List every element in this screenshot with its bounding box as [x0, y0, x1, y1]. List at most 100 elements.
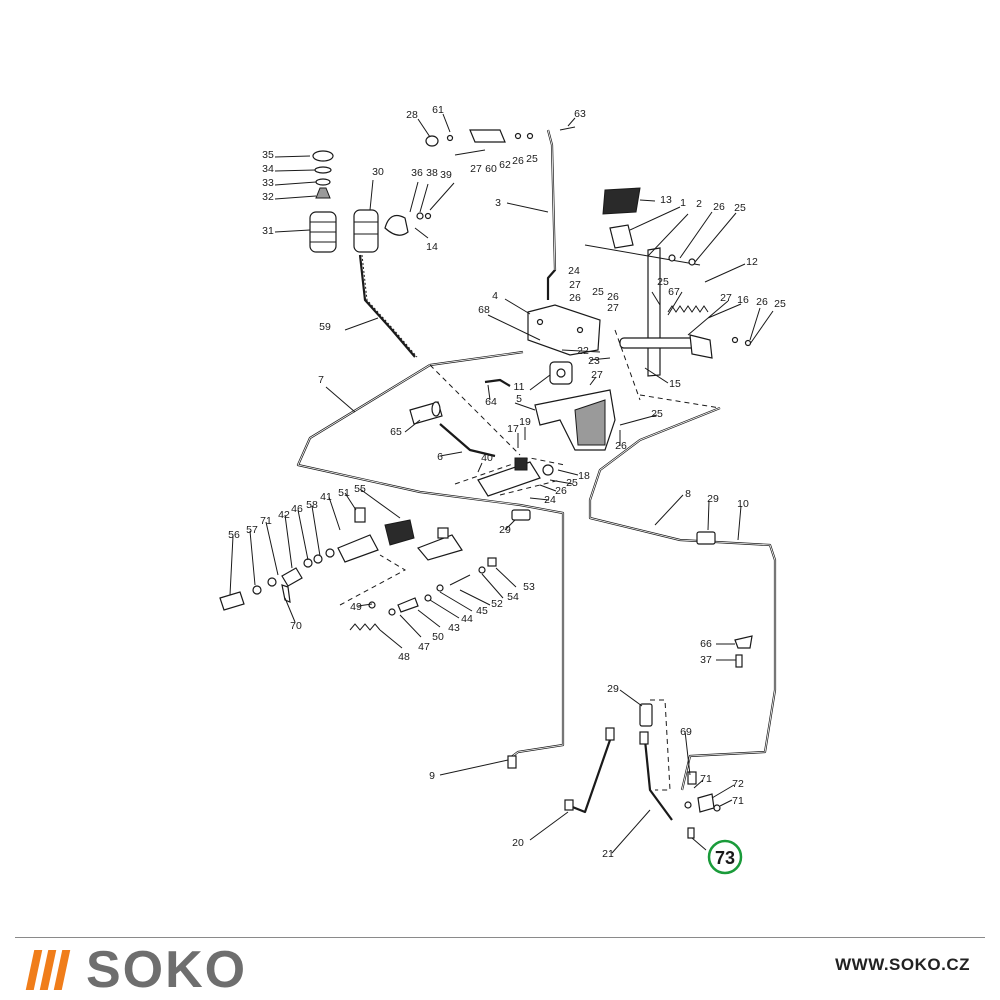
part-label-47: 47	[418, 641, 430, 653]
part-label-45: 45	[476, 605, 488, 617]
part-label-46: 46	[291, 503, 303, 515]
logo-stripes-icon	[25, 950, 72, 990]
part-label-15: 15	[669, 378, 681, 390]
part-label-71: 71	[732, 795, 744, 807]
part-label-8: 8	[685, 488, 691, 500]
exploded-view-svg: 2861632760622625353433323130363839143131…	[219, 104, 786, 875]
spring-48	[349, 557, 497, 631]
part-label-7: 7	[318, 374, 324, 386]
spring-12	[667, 305, 709, 313]
part-label-25: 25	[657, 276, 669, 288]
part-label-29: 29	[707, 493, 719, 505]
part-label-49: 49	[350, 601, 362, 613]
part-label-59: 59	[319, 321, 331, 333]
part-label-25: 25	[774, 298, 786, 310]
part-label-40: 40	[481, 452, 493, 464]
part-label-54: 54	[507, 591, 519, 603]
part-label-67: 67	[668, 286, 680, 298]
logo-text: SOKO	[86, 941, 248, 999]
part-label-71: 71	[260, 515, 272, 527]
part-label-2: 2	[696, 198, 702, 210]
leader-lines	[229, 113, 774, 854]
part-label-12: 12	[746, 256, 758, 268]
fitting-9	[507, 755, 517, 769]
part-label-51: 51	[338, 487, 350, 499]
clip-66	[734, 635, 753, 668]
fitting-20b	[605, 727, 615, 741]
part-label-61: 61	[432, 104, 444, 116]
connector-29a	[511, 509, 531, 521]
part-label-29: 29	[607, 683, 619, 695]
part-label-25: 25	[526, 153, 538, 165]
slave-cylinder-41	[337, 507, 463, 563]
part-label-62: 62	[499, 159, 511, 171]
part-label-52: 52	[491, 598, 503, 610]
part-label-48: 48	[398, 651, 410, 663]
part-label-30: 30	[372, 166, 384, 178]
connector-29b	[696, 531, 716, 545]
part-label-68: 68	[478, 304, 490, 316]
part-label-64: 64	[485, 396, 497, 408]
part-label-58: 58	[306, 499, 318, 511]
bracket-60	[425, 126, 576, 156]
part-label-55: 55	[354, 483, 366, 495]
part-label-25: 25	[592, 286, 604, 298]
part-label-33: 33	[262, 177, 274, 189]
brake-pipes	[296, 129, 777, 821]
part-label-27: 27	[720, 292, 732, 304]
part-label-24: 24	[568, 265, 580, 277]
part-label-11: 11	[514, 381, 525, 393]
part-label-16: 16	[737, 294, 749, 306]
shaft-15	[619, 334, 752, 359]
part-label-3: 3	[495, 197, 501, 209]
part-label-22: 22	[577, 345, 589, 357]
part-label-42: 42	[278, 509, 290, 521]
part-label-4: 4	[492, 290, 498, 302]
part-label-24: 24	[544, 494, 556, 506]
footer-divider	[15, 937, 985, 938]
part-label-9: 9	[429, 770, 435, 782]
soko-logo: SOKO	[25, 941, 248, 999]
reservoir-31	[309, 150, 337, 253]
part-label-25: 25	[651, 408, 663, 420]
highlighted-part-73[interactable]: 73	[707, 839, 743, 875]
part-label-66: 66	[700, 638, 712, 650]
part-label-57: 57	[246, 524, 258, 536]
part-label-43: 43	[448, 622, 460, 634]
part-label-6: 6	[437, 451, 443, 463]
part-label-23: 23	[588, 355, 600, 367]
part-label-53: 53	[523, 581, 535, 593]
part-label-27: 27	[569, 279, 581, 291]
valve-11	[549, 361, 573, 385]
part-label-26: 26	[607, 291, 619, 303]
fitting-21	[639, 731, 649, 745]
part-label-14: 14	[426, 241, 438, 253]
bracket-4	[527, 304, 601, 356]
part-label-27: 27	[591, 369, 603, 381]
part-label-28: 28	[406, 109, 418, 121]
website-link[interactable]: WWW.SOKO.CZ	[835, 955, 970, 974]
part-label-26: 26	[615, 440, 627, 452]
part-label-70: 70	[290, 620, 302, 632]
part-label-1: 1	[680, 197, 686, 209]
part-label-72: 72	[732, 778, 744, 790]
part-label-60: 60	[485, 163, 497, 175]
part-label-35: 35	[262, 149, 274, 161]
part-label-29: 29	[499, 524, 511, 536]
assembly-lines	[339, 329, 721, 791]
part-label-18: 18	[578, 470, 590, 482]
clamp-36	[384, 212, 432, 236]
part-label-5: 5	[516, 393, 522, 405]
part-label-25: 25	[734, 202, 746, 214]
fitting-56-57	[219, 548, 335, 611]
part-label-21: 21	[602, 848, 614, 860]
part-label-13: 13	[660, 194, 672, 206]
part-label-36: 36	[411, 167, 423, 179]
part-label-44: 44	[461, 613, 473, 625]
part-label-31: 31	[262, 225, 274, 237]
part-label-26: 26	[512, 155, 524, 167]
part-label-38: 38	[426, 167, 438, 179]
part-label-26: 26	[569, 292, 581, 304]
